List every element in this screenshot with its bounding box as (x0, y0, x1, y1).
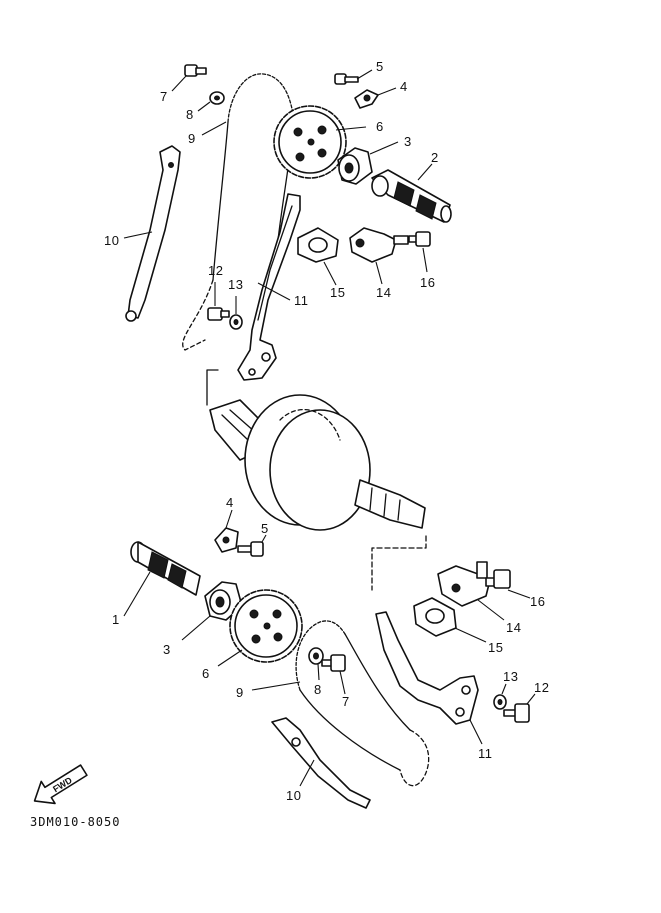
upper-plate-4 (354, 87, 397, 109)
lower-bolt-12 (503, 693, 536, 723)
upper-tensioner-14 (349, 227, 409, 285)
lower-callout-16: 16 (530, 594, 545, 609)
upper-callout-14: 14 (376, 285, 391, 300)
lower-tensioner-14 (437, 561, 505, 621)
upper-callout-3: 3 (404, 134, 412, 149)
fwd-direction-arrow: FWD (33, 764, 88, 805)
upper-callout-5: 5 (376, 59, 384, 74)
lower-callout-13: 13 (503, 669, 518, 684)
lower-plate-4 (214, 509, 239, 553)
upper-callout-7: 7 (160, 89, 168, 104)
upper-callout-11: 11 (294, 293, 309, 308)
upper-assembly: 7 8 9 6 (104, 59, 452, 381)
upper-callout-12: 12 (208, 263, 223, 278)
lower-cam-chain-9 (251, 620, 411, 771)
lower-callout-3: 3 (163, 642, 171, 657)
lower-washer-8 (308, 647, 324, 681)
lower-callout-11: 11 (478, 746, 493, 761)
lower-tensioner-guide-11 (375, 611, 483, 745)
lower-callout-15: 15 (488, 640, 503, 655)
upper-callout-8: 8 (186, 107, 194, 122)
lower-chain-guide-10 (271, 717, 371, 809)
upper-camshaft-2 (371, 163, 452, 223)
upper-callout-9: 9 (188, 131, 196, 146)
upper-cam-sprocket-6 (273, 105, 367, 179)
upper-bolt-5 (334, 69, 373, 85)
upper-callout-4: 4 (400, 79, 408, 94)
lower-bolt-5 (237, 534, 267, 557)
lower-cam-sprocket-6 (217, 589, 303, 667)
lower-washer-13 (493, 683, 507, 710)
upper-gasket-15 (297, 227, 339, 286)
upper-bolt-12 (207, 282, 230, 321)
lower-callout-1: 1 (112, 612, 120, 627)
upper-tensioner-guide-11 (237, 193, 301, 381)
lower-bolt-16 (485, 569, 531, 599)
upper-callout-13: 13 (228, 277, 243, 292)
upper-bolt-16 (408, 231, 431, 273)
upper-collar-3 (337, 141, 399, 185)
lower-callout-9: 9 (236, 685, 244, 700)
crankshaft (206, 369, 427, 591)
lower-callout-12: 12 (534, 680, 549, 695)
lower-callout-6: 6 (202, 666, 210, 681)
lower-callout-8: 8 (314, 682, 322, 697)
upper-washer-8 (197, 91, 225, 112)
lower-bolt-7 (321, 654, 346, 695)
upper-chain-guide-10 (123, 145, 181, 322)
upper-callout-15: 15 (330, 285, 345, 300)
upper-callout-10: 10 (104, 233, 119, 248)
upper-callout-2: 2 (431, 150, 439, 165)
lower-gasket-15 (413, 597, 487, 643)
upper-washer-13 (229, 296, 243, 330)
lower-callout-7: 7 (342, 694, 350, 709)
lower-callout-10: 10 (286, 788, 301, 803)
lower-callout-4: 4 (226, 495, 234, 510)
lower-callout-14: 14 (506, 620, 521, 635)
lower-callout-5: 5 (261, 521, 269, 536)
lower-assembly: 4 5 1 3 (112, 495, 549, 809)
upper-callout-6: 6 (376, 119, 384, 134)
upper-callout-16: 16 (420, 275, 435, 290)
drawing-code: 3DM010-8050 (30, 815, 120, 829)
lower-camshaft-1 (123, 541, 201, 617)
upper-bolt-7 (171, 64, 207, 92)
